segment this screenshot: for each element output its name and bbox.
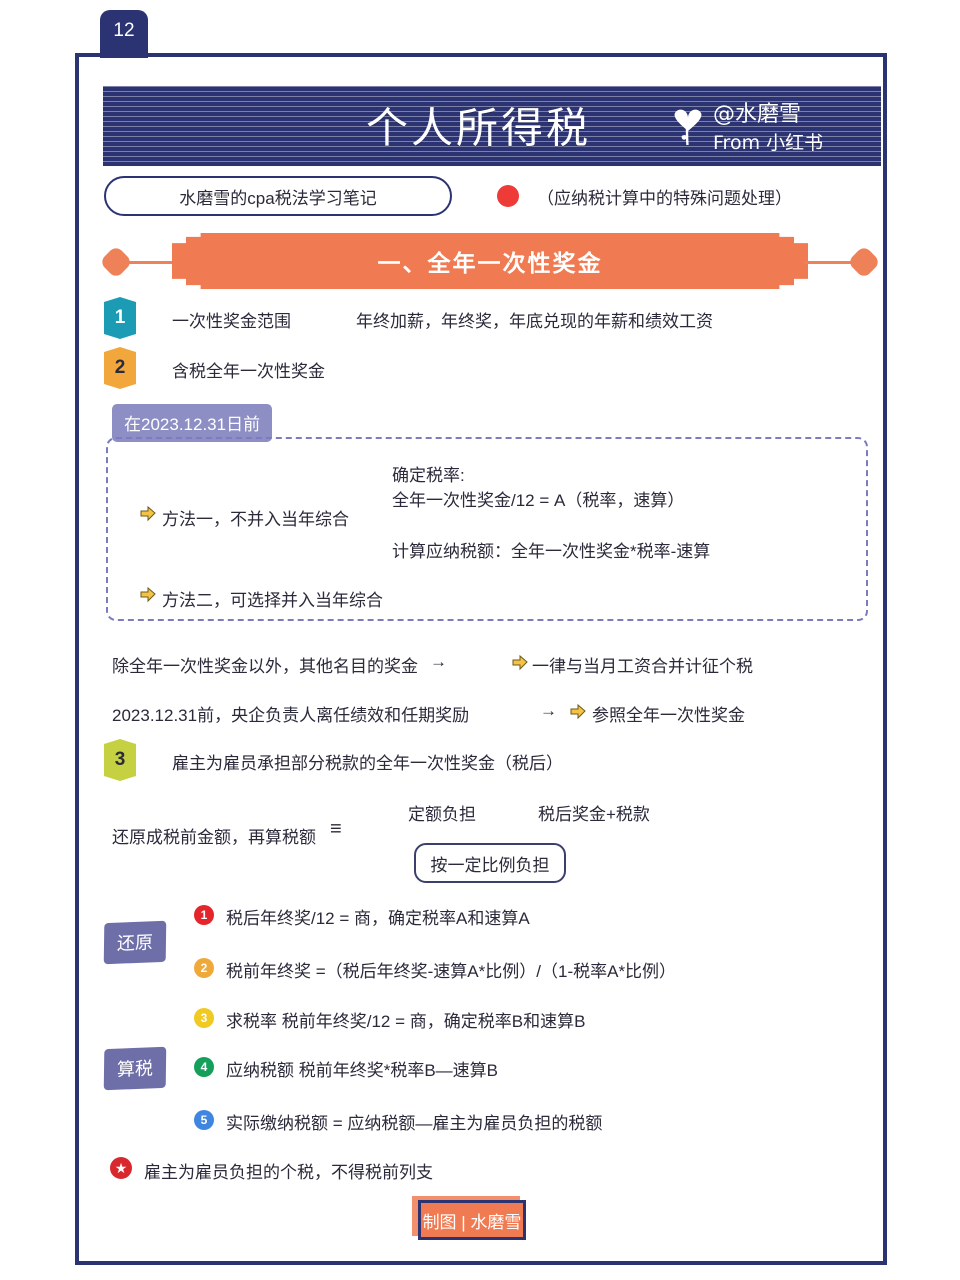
method-2-label: 方法二，可选择并入当年综合 [162,591,383,610]
heart-icon [674,109,702,146]
note-1-arrow: → [430,652,447,671]
branch-2-box: 按一定比例负担 [414,843,566,883]
method-1-label: 方法一，不并入当年综合 [162,510,349,529]
credit-from: From 小红书 [713,132,824,154]
item-3-label: 雇主为雇员承担部分税款的全年一次性奖金（税后） [172,754,563,773]
item-2-label: 含税全年一次性奖金 [172,362,325,381]
credit-handle: @水磨雪 [713,102,802,127]
red-dot-icon [497,185,519,207]
header-banner: 个人所得税 @水磨雪 From 小红书 [103,86,881,166]
method-1-line-2: 全年一次性奖金/12 = A（税率，速算） [392,491,685,510]
note-pill-label: 水磨雪的cpa税法学习笔记 [179,188,377,208]
step-2-number: 2 [194,958,214,978]
badge-3-label: 3 [114,749,126,770]
note-2-left: 2023.12.31前，央企负责人离任绩效和任期奖励 [112,706,470,725]
badge-1: 1 [104,297,136,339]
label-restore: 还原 [103,920,167,965]
branch-1-label: 定额负担 [408,805,476,824]
pointer-right-icon [140,505,156,522]
header-credit: @水磨雪 From 小红书 [657,92,867,160]
section-banner-line-right [804,261,856,264]
method-1-line-1: 确定税率: [392,466,465,485]
pointer-right-icon [140,586,156,603]
credit-button-label: 制图 | 水磨雪 [422,1212,522,1232]
pointer-right-icon [512,654,528,671]
step-1-text: 税后年终奖/12 = 商，确定税率A和速算A [226,909,530,928]
note-1-left: 除全年一次性奖金以外，其他名目的奖金 [112,657,418,676]
badge-3: 3 [104,739,136,781]
method-1-line-3: 计算应纳税额：全年一次性奖金*税率-速算 [392,542,711,561]
badge-1-label: 1 [114,307,126,328]
step-4-number: 4 [194,1057,214,1077]
step-5-number: 5 [194,1110,214,1130]
step-5-text: 实际缴纳税额 = 应纳税额—雇主为雇员负担的税额 [226,1114,603,1133]
dashed-method-box [106,437,868,621]
step-2-text: 税前年终奖 =（税后年终奖-速算A*比例）/（1-税率A*比例） [226,962,677,981]
section-banner: 一、全年一次性奖金 [99,233,881,289]
page-number: 12 [113,20,135,41]
item-1-label: 一次性奖金范围 [172,312,291,331]
credit-button[interactable]: 制图 | 水磨雪 [418,1200,526,1240]
branch-1-detail: 税后奖金+税款 [538,805,650,824]
item-1-detail: 年终加薪，年终奖，年底兑现的年薪和绩效工资 [356,312,713,331]
badge-2: 2 [104,347,136,389]
section-title: 一、全年一次性奖金 [377,250,603,276]
step-3-text: 求税率 税前年终奖/12 = 商，确定税率B和速算B [226,1012,586,1031]
branch-2-label: 按一定比例负担 [430,855,550,875]
badge-2-label: 2 [114,357,126,378]
note-1-right: 一律与当月工资合并计征个税 [532,657,753,676]
equals-symbol: ≡ [330,818,342,840]
restore-lead: 还原成税前金额，再算税额 [112,828,316,847]
step-4-text: 应纳税额 税前年终奖*税率B—速算B [226,1061,499,1080]
label-calc: 算税 [103,1046,167,1091]
page-title: 个人所得税 [365,103,592,153]
date-tag: 在2023.12.31日前 [112,404,273,442]
note-pill: 水磨雪的cpa税法学习笔记 [104,176,452,216]
star-icon: ★ [110,1157,132,1179]
warning-text: 雇主为雇员负担的个税，不得税前列支 [144,1163,433,1182]
step-3-number: 3 [194,1008,214,1028]
page-number-tab: 12 [100,10,148,58]
subtitle-note: （应纳税计算中的特殊问题处理） [537,189,792,208]
step-1-number: 1 [194,905,214,925]
note-2-arrow: → [540,701,557,720]
note-2-right: 参照全年一次性奖金 [592,706,745,725]
pointer-right-icon [570,703,586,720]
section-banner-body: 一、全年一次性奖金 [172,233,808,289]
section-banner-line-left [124,261,176,264]
